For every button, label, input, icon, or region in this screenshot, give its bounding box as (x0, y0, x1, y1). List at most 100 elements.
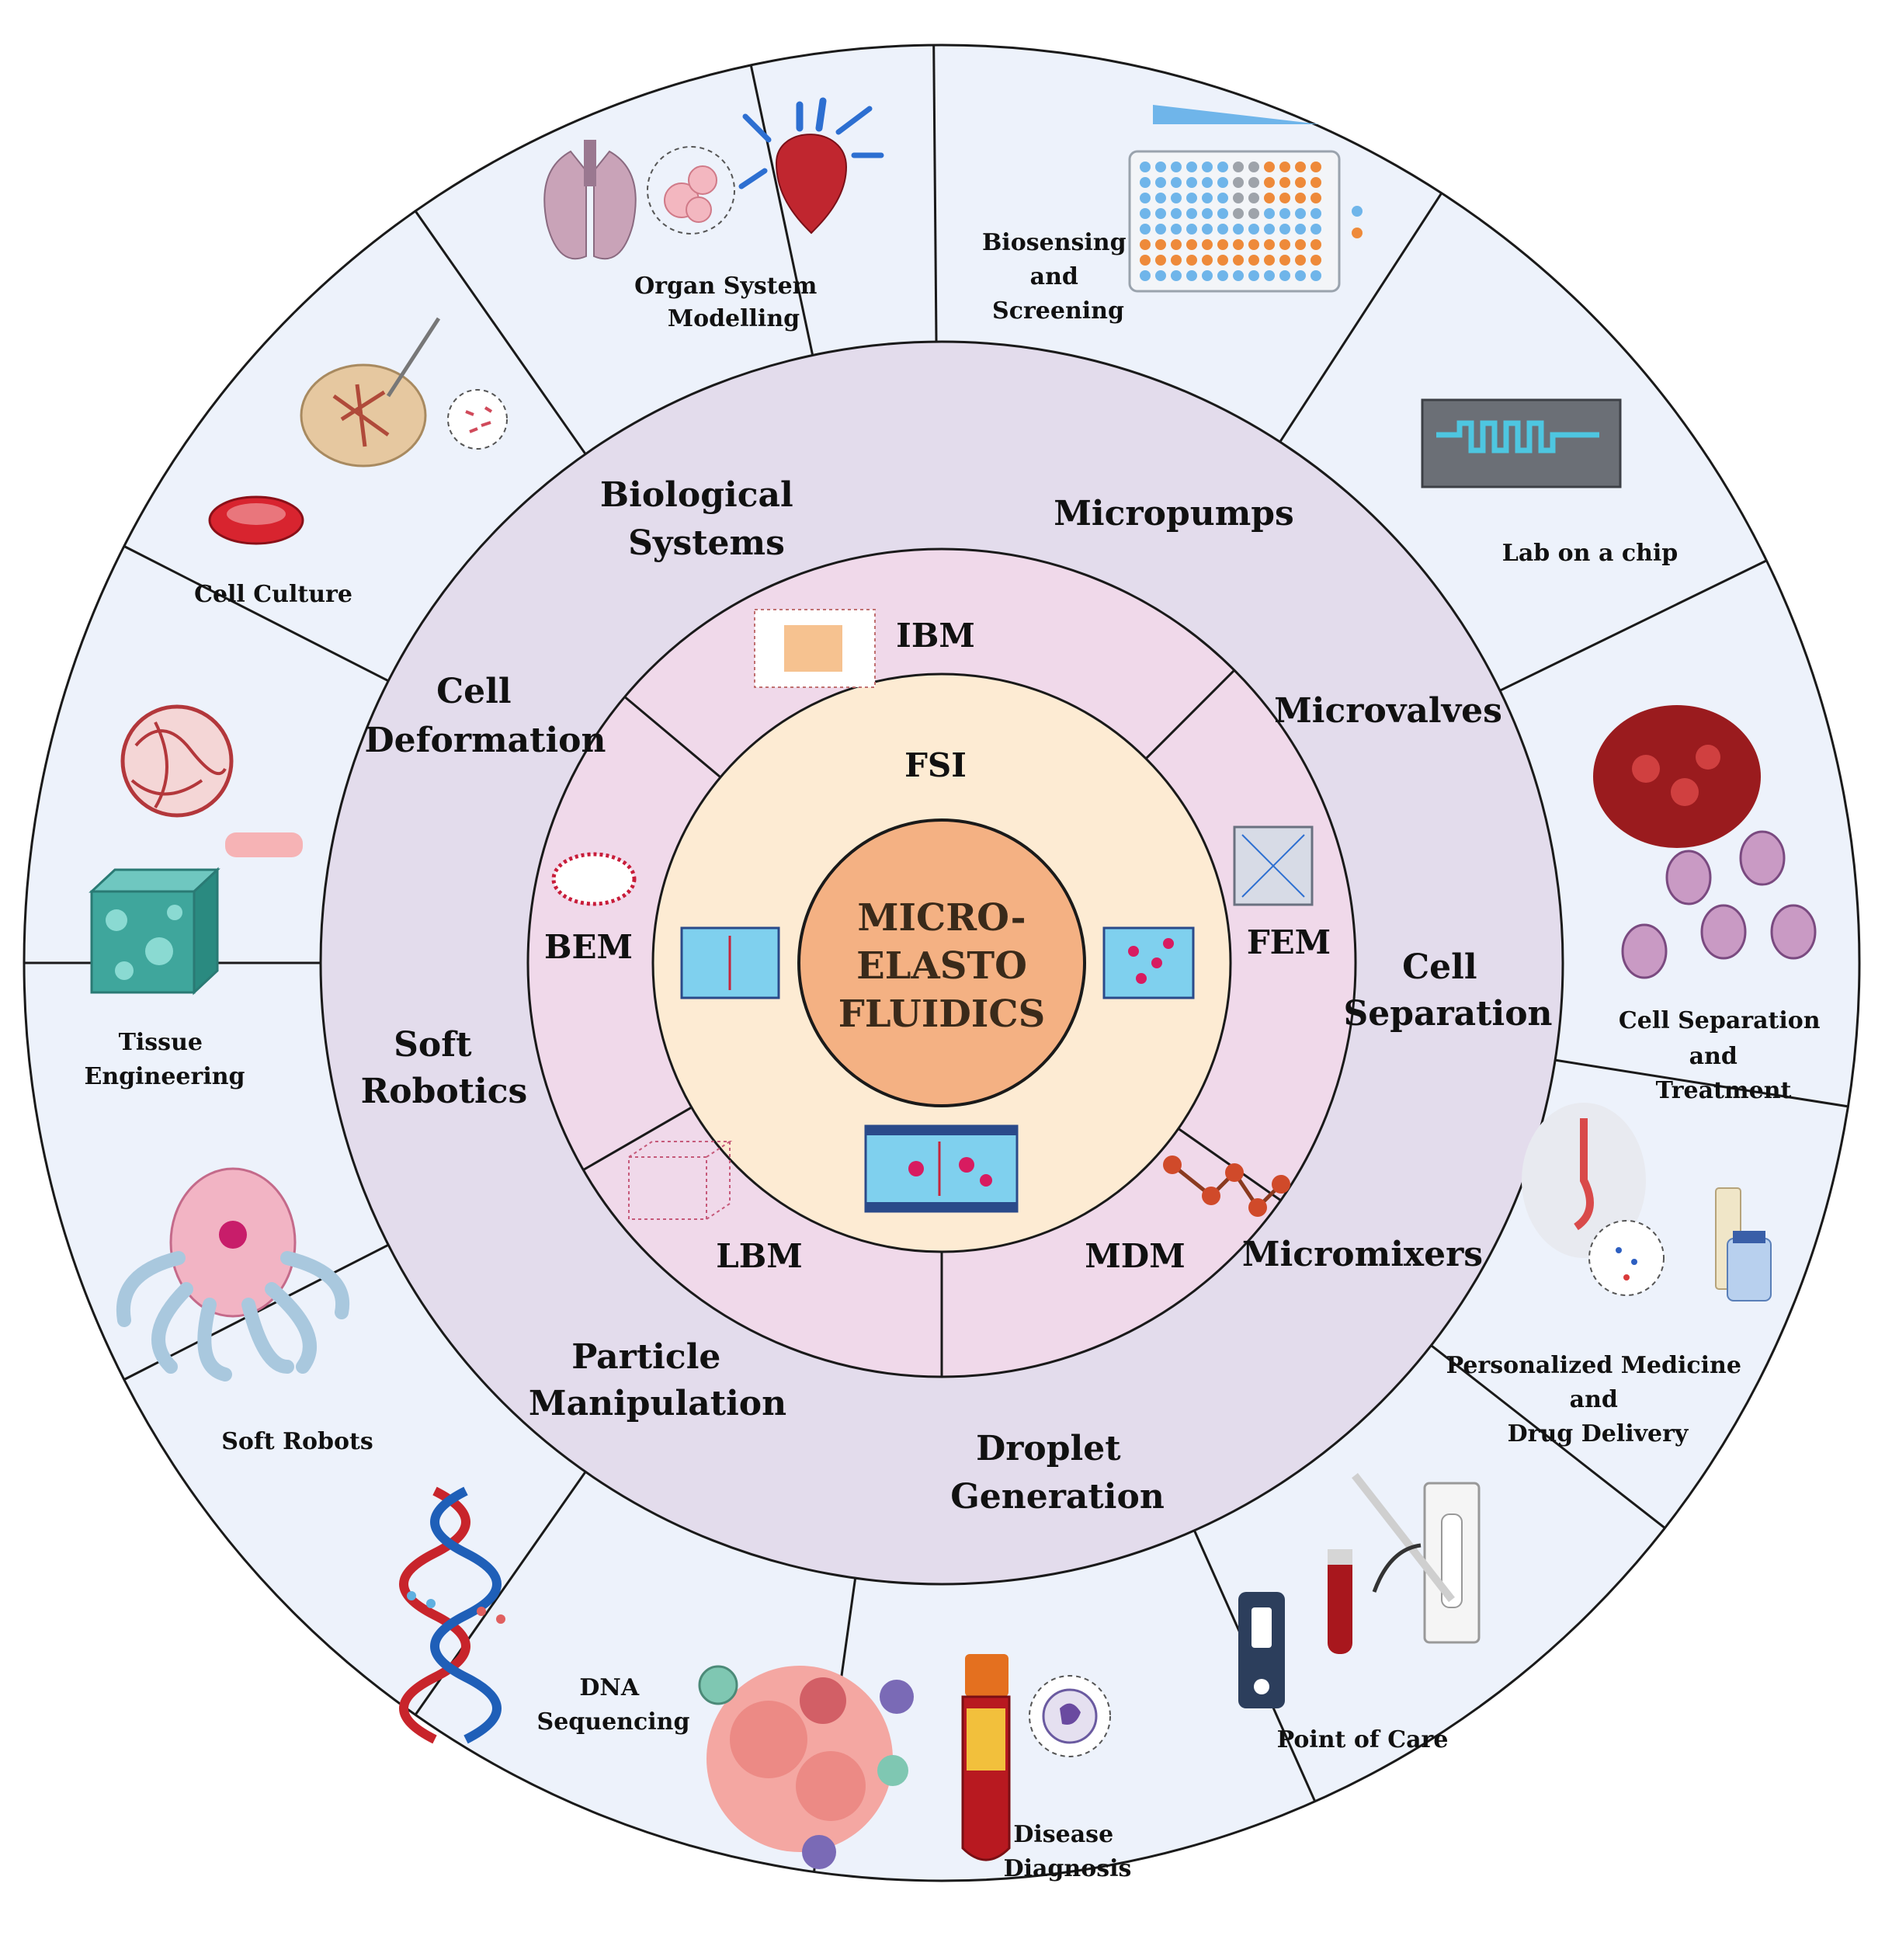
well (1186, 193, 1197, 203)
fsi-channel-right-icon (1102, 926, 1195, 999)
well (1248, 208, 1259, 219)
well (1202, 208, 1213, 219)
lab-on-chip-icon (1421, 398, 1622, 488)
microvalves-label: Microvalves (1274, 691, 1502, 731)
petri-dish-icon (300, 317, 508, 467)
cell-culture-label: Cell Culture (194, 581, 352, 608)
organ-system-modelling-label: Organ System Modelling (634, 273, 825, 332)
droplet-generation-label: Droplet Generation (950, 1429, 1165, 1517)
well (1248, 177, 1259, 188)
cell-separation-treatment-label: Cell Separation and Treatment (1619, 1007, 1828, 1104)
core-label-line1: MICRO- (857, 896, 1026, 940)
well (1202, 162, 1213, 172)
fsi-label: FSI (904, 746, 967, 784)
well (1140, 239, 1151, 250)
fem-mesh-icon (1233, 825, 1314, 906)
micropumps-label: Micropumps (1054, 494, 1294, 533)
well (1217, 177, 1228, 188)
well (1295, 224, 1306, 235)
well (1202, 239, 1213, 250)
biological-systems-label: Biological Systems (600, 475, 805, 563)
well (1295, 162, 1306, 172)
well (1248, 162, 1259, 172)
well (1311, 239, 1321, 250)
well (1155, 162, 1166, 172)
well (1279, 270, 1290, 281)
outer-divider-13 (749, 64, 814, 356)
cell-deformation-label: Cell Deformation (364, 672, 606, 760)
well (1155, 239, 1166, 250)
outer-divider-2 (1279, 192, 1443, 443)
lab-on-chip-label: Lab on a chip (1502, 540, 1678, 567)
well (1140, 162, 1151, 172)
outer-divider-5 (1430, 1344, 1666, 1529)
outer-divider-11 (123, 545, 389, 683)
well (1217, 162, 1228, 172)
well (1202, 224, 1213, 235)
well (1202, 177, 1213, 188)
well (1217, 208, 1228, 219)
well (1186, 162, 1197, 172)
well (1171, 177, 1182, 188)
well (1171, 255, 1182, 266)
well (1295, 239, 1306, 250)
well (1171, 193, 1182, 203)
well (1202, 270, 1213, 281)
mdm-molecule-icon (1163, 1155, 1290, 1217)
well (1248, 270, 1259, 281)
well (1279, 208, 1290, 219)
well (1311, 193, 1321, 203)
methods-divider-5 (582, 1106, 693, 1171)
well (1155, 193, 1166, 203)
sample-tube-icon (1328, 1549, 1352, 1654)
blood-tube-icon (961, 1654, 1011, 1861)
cell-separation-label: Cell Separation (1343, 947, 1552, 1034)
well (1264, 224, 1275, 235)
well (1264, 162, 1275, 172)
digestive-system-icon (1522, 1103, 1665, 1296)
well (1248, 193, 1259, 203)
methods-divider-1 (1144, 669, 1235, 760)
particle-manipulation-label: Particle Manipulation (529, 1337, 786, 1423)
soft-robots-label: Soft Robots (221, 1428, 373, 1455)
well (1233, 224, 1244, 235)
well (1171, 270, 1182, 281)
well (1233, 162, 1244, 172)
well (1155, 224, 1166, 235)
disease-diagnosis-label: Disease Diagnosis (1004, 1821, 1132, 1882)
bem-label: BEM (544, 928, 633, 966)
well (1233, 255, 1244, 266)
personalized-medicine-label: Personalized Medicine and Drug Delivery (1446, 1352, 1750, 1447)
well (1279, 224, 1290, 235)
well (1202, 193, 1213, 203)
well (1264, 255, 1275, 266)
well (1233, 270, 1244, 281)
well (1264, 270, 1275, 281)
core-circle (797, 818, 1086, 1107)
lungs-icon (543, 140, 637, 260)
well (1217, 193, 1228, 203)
well-plate-icon (1128, 105, 1363, 293)
fem-label: FEM (1247, 923, 1331, 961)
well (1311, 255, 1321, 266)
well (1171, 224, 1182, 235)
lbm-label: LBM (716, 1237, 803, 1275)
outer-divider-4 (1554, 1058, 1849, 1108)
well (1186, 224, 1197, 235)
well (1311, 162, 1321, 172)
heart-icon (738, 97, 884, 235)
well (1279, 162, 1290, 172)
well (1279, 239, 1290, 250)
methods-ring-dividers (582, 669, 1282, 1377)
well (1186, 255, 1197, 266)
micromixers-label: Micromixers (1242, 1235, 1483, 1274)
well (1155, 270, 1166, 281)
well (1279, 255, 1290, 266)
bem-membrane-icon (551, 852, 637, 906)
well (1217, 255, 1228, 266)
well (1140, 177, 1151, 188)
medicine-bottles-icon (1715, 1187, 1772, 1301)
well (1217, 239, 1228, 250)
